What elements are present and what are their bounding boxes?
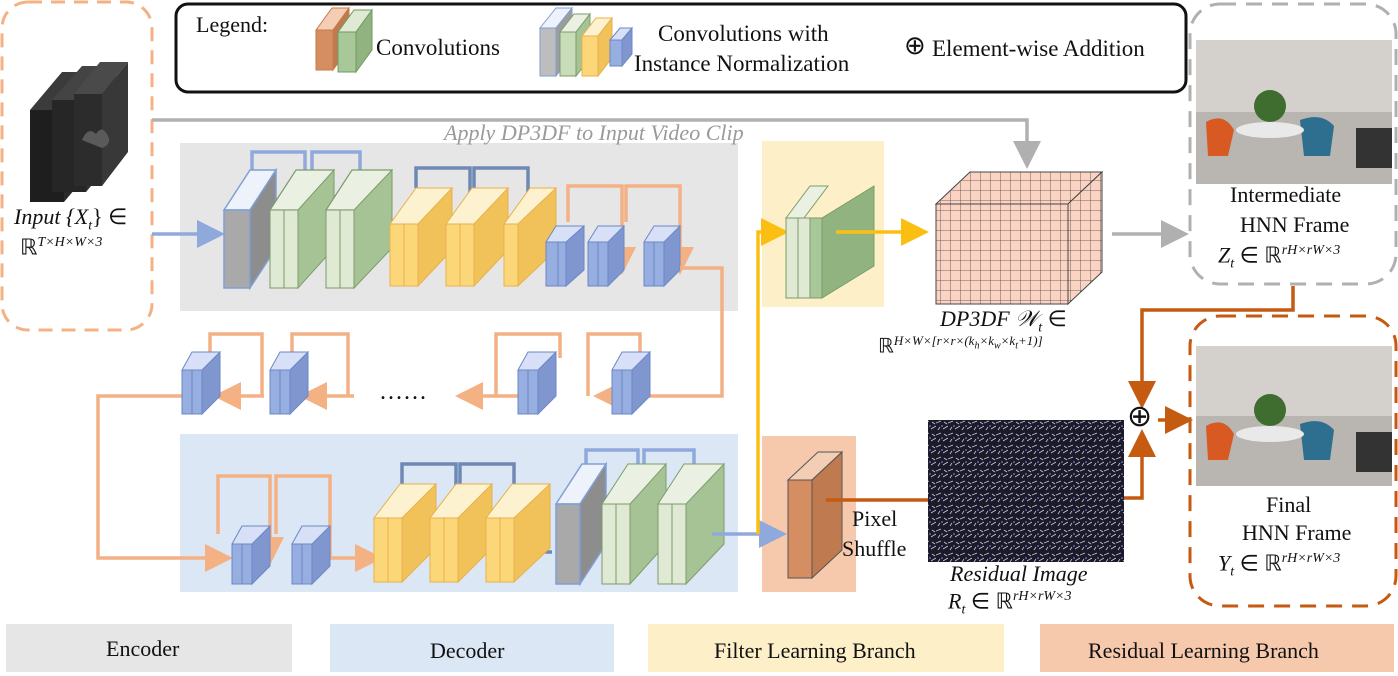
dp3df-cube — [934, 170, 1104, 306]
decoder-conv-in-green-2 — [657, 462, 725, 586]
legend-conv-icon — [315, 6, 373, 74]
intermediate-line1: Intermediate — [1230, 182, 1342, 207]
encoder-conv-in-blue-2 — [587, 224, 625, 288]
middle-conv-in-blue-4 — [181, 350, 221, 416]
final-formula: Yt ∈ ℝrH×rW×3 — [1218, 550, 1341, 580]
decoder-legend-label: Decoder — [430, 638, 505, 663]
ellipsis: ...... — [380, 379, 428, 405]
intermediate-line2: HNN Frame — [1240, 212, 1350, 237]
residual-to-add-arrow — [1124, 429, 1156, 500]
filter-legend-label: Filter Learning Branch — [714, 638, 916, 663]
intermediate-dashed-frame — [1188, 2, 1398, 286]
middle-conv-in-blue-2 — [517, 350, 557, 416]
decoder-to-filter-arrow — [756, 218, 789, 534]
encoder-legend-label: Encoder — [106, 636, 180, 661]
filter-legend-bar — [648, 624, 1004, 672]
encoder-conv-in-green-2 — [324, 168, 394, 290]
input-dashed-frame — [0, 0, 154, 332]
legend-box — [174, 2, 1188, 94]
decoder-conv-in-green-1 — [601, 462, 667, 586]
residual-legend-label: Residual Learning Branch — [1088, 638, 1319, 663]
encoder-conv-in-green-1 — [268, 168, 336, 290]
legend-conv-in-icon — [538, 6, 634, 78]
encoder-conv-in-yellow-1 — [389, 186, 453, 288]
intermediate-frame-image — [1196, 40, 1392, 184]
middle-conv-in-blue-1 — [611, 350, 651, 416]
legend-conv-in-line1: Convolutions with — [658, 21, 829, 46]
intermediate-formula: Zt ∈ ℝrH×rW×3 — [1218, 242, 1341, 272]
decoder-conv-in-yellow-1 — [372, 482, 438, 584]
final-frame-image — [1196, 346, 1392, 486]
decoder-legend-bar — [330, 624, 614, 672]
decoder-conv-in-blue-1 — [231, 524, 271, 586]
pixel-shuffle-line1: Pixel — [852, 506, 898, 531]
legend-add-symbol: ⊕ — [904, 31, 926, 60]
residual-image — [928, 420, 1124, 562]
apply-dp3df-label: Apply DP3DF to Input Video Clip — [444, 120, 744, 145]
residual-conv-orange — [786, 450, 844, 580]
filter-conv-green — [785, 185, 875, 299]
legend-title: Legend: — [196, 12, 269, 37]
residual-image-label: Residual Image — [950, 561, 1088, 586]
encoder-conv-in-gray — [222, 167, 278, 291]
legend-conv-label: Convolutions — [376, 35, 500, 60]
encoder-conv-in-yellow-2 — [445, 186, 509, 288]
residual-image-formula: Rt ∈ ℝrH×rW×3 — [948, 588, 1072, 618]
encoder-conv-in-blue-1 — [545, 224, 585, 288]
dp3df-label: DP3DF 𝒲t ∈ — [940, 306, 1067, 336]
dp3df-space: ℝH×W×[r×r×(kh×kw×kt+1)] — [878, 333, 1043, 358]
middle-row-connections — [96, 266, 724, 572]
encoder-conv-in-blue-3 — [643, 224, 681, 288]
input-label: Input {Xt} ∈ — [14, 204, 128, 234]
input-video-clip — [30, 62, 128, 202]
encoder-conv-in-yellow-3 — [503, 186, 557, 288]
legend-add-label: Element-wise Addition — [932, 36, 1145, 61]
decoder-conv-in-blue-2 — [291, 524, 331, 586]
final-line1: Final — [1266, 492, 1312, 517]
intermediate-to-add-arrow — [1128, 286, 1295, 409]
decoder-conv-in-yellow-3 — [484, 482, 552, 584]
pixel-shuffle-line2: Shuffle — [842, 536, 907, 561]
final-line2: HNN Frame — [1242, 520, 1352, 545]
residual-legend-bar — [1040, 624, 1394, 672]
decoder-conv-in-yellow-2 — [428, 482, 494, 584]
encoder-legend-bar — [6, 624, 292, 672]
add-icon: ⊕ — [1127, 400, 1153, 433]
input-to-dp3df-arrow — [152, 118, 1041, 169]
legend-conv-in-line2: Instance Normalization — [634, 51, 850, 76]
input-space: ℝT×H×W×3 — [20, 234, 103, 260]
middle-conv-in-blue-3 — [269, 350, 309, 416]
